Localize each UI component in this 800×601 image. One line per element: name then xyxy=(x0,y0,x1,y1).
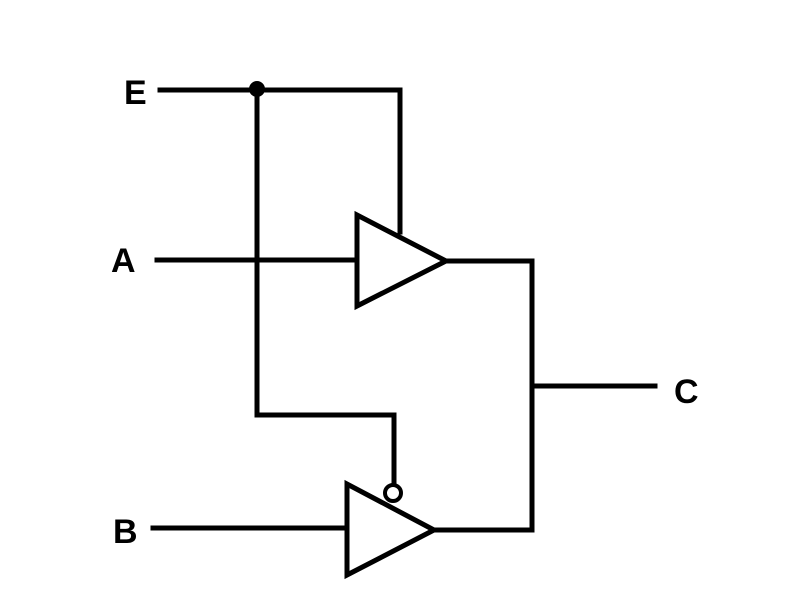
junction-dot xyxy=(249,81,265,97)
wire-upper-output xyxy=(431,258,535,533)
wire-enable-to-upper-control xyxy=(157,87,403,235)
wire-enable-to-lower-control xyxy=(254,87,397,487)
label-c: C xyxy=(674,373,699,411)
lower-tri-state-buffer xyxy=(344,479,440,580)
label-e: E xyxy=(124,74,147,112)
upper-tri-state-buffer xyxy=(354,210,452,311)
label-b: B xyxy=(113,513,138,551)
label-a: A xyxy=(111,242,136,280)
inversion-bubble xyxy=(383,483,403,503)
